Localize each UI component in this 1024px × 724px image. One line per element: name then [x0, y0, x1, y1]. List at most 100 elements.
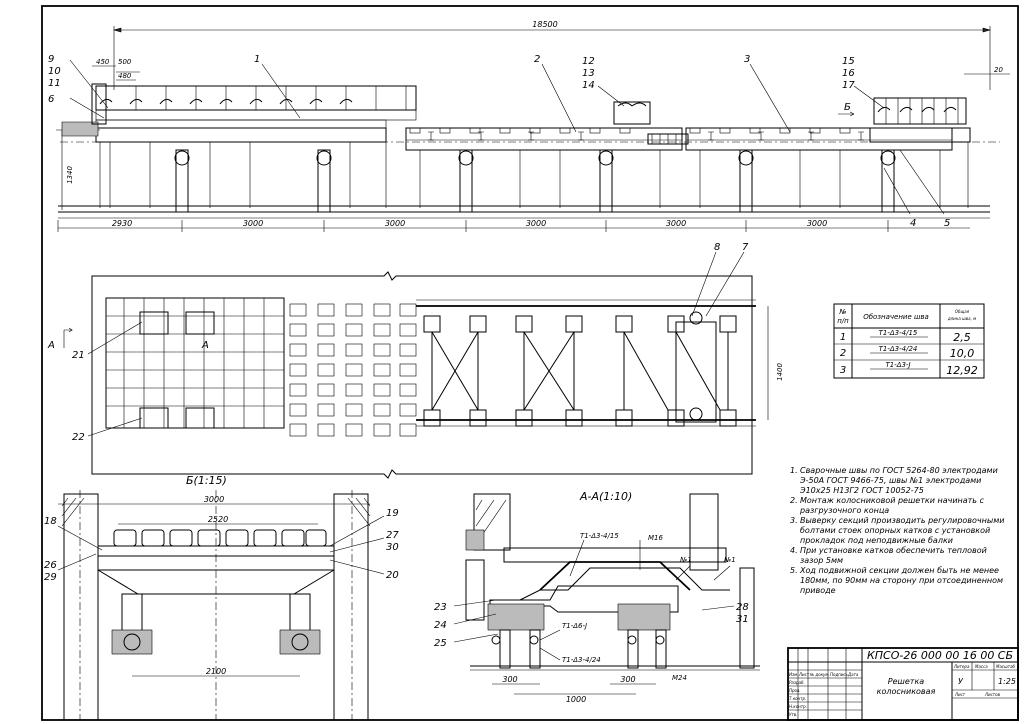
pos-19: 19	[386, 508, 399, 519]
tb-role-tcontrol: Т.контр.	[789, 696, 806, 701]
tb-signature: Подпись	[830, 672, 849, 677]
note-number: 1.	[790, 466, 798, 475]
dim-1340: 1340	[66, 166, 74, 184]
weld-no1-b: №1	[723, 556, 736, 564]
weld-row-1-designation: Т1-Δ3-4/15	[879, 329, 918, 337]
pos-8: 8	[714, 242, 720, 253]
weld-callout-3: Т1-Δ3-4/24	[562, 656, 601, 664]
weld-header-num-2: п/п	[837, 317, 849, 325]
section-aa-title: А-А(1:10)	[579, 490, 632, 503]
tb-drawing-code: КПСО-26 000 00 16 00 СБ	[867, 649, 1013, 662]
tb-rev: Изм.	[789, 672, 798, 677]
dim-3000-d: 3000	[666, 219, 686, 228]
section-dim-300-b: 300	[620, 675, 635, 684]
tb-litera-value: У	[958, 677, 964, 686]
weld-row-1-length: 2,5	[953, 331, 971, 344]
pos-4: 4	[910, 218, 916, 229]
tb-sheet: Лист	[954, 692, 966, 697]
dim-450: 450	[96, 58, 110, 66]
section-dim-300-a: 300	[502, 675, 517, 684]
technical-notes: 1.Сварочные швы по ГОСТ 5264-80 электрод…	[790, 466, 1010, 596]
pos-6: 6	[48, 94, 54, 105]
note-item: 2.Монтаж колосниковой решетки начинать с…	[790, 496, 1010, 516]
pos-16: 16	[842, 68, 855, 79]
dim-3000-c: 3000	[526, 219, 546, 228]
thread-m24: М24	[672, 674, 687, 682]
pos-17: 17	[842, 80, 855, 91]
tb-scale-value: 1:25	[998, 677, 1016, 686]
elevation-view: 18500 450 500 480 20 1340	[48, 20, 1010, 232]
tb-role-approved: Утв.	[789, 712, 797, 717]
pos-21: 21	[72, 350, 85, 361]
pos-3: 3	[744, 54, 750, 65]
tb-role-developer: Разраб.	[789, 680, 805, 685]
pos-30: 30	[386, 542, 399, 553]
pos-13: 13	[582, 68, 595, 79]
pos-18: 18	[44, 516, 57, 527]
pos-24: 24	[434, 620, 447, 631]
tb-col-litera: Литера	[953, 664, 970, 669]
tb-name-line2: колосниковая	[877, 687, 936, 696]
tb-col-mass: Масса	[975, 664, 988, 669]
section-dim-1000: 1000	[566, 695, 586, 704]
note-text: Сварочные швы по ГОСТ 5264-80 электродам…	[800, 466, 998, 495]
dim-2930: 2930	[112, 219, 132, 228]
weld-row-2-designation: Т1-Δ3-4/24	[879, 345, 918, 353]
weld-row-2-num: 2	[840, 348, 846, 359]
thread-m16: М16	[648, 534, 663, 542]
view-b-marker: Б	[844, 102, 851, 113]
weld-callout-2: Т1-Δ6-J	[562, 622, 587, 630]
pos-28: 28	[736, 602, 749, 613]
weld-row-3-length: 12,92	[946, 364, 978, 377]
view-b: Б(1:15) 3000 2520 2100	[44, 474, 399, 721]
pos-14: 14	[582, 80, 595, 91]
note-text: Ход подвижной секции должен быть не мене…	[800, 566, 1004, 595]
pos-31: 31	[736, 614, 749, 625]
pos-23: 23	[434, 602, 447, 613]
dim-480: 480	[118, 72, 132, 80]
grate-blocks	[289, 303, 417, 437]
note-number: 3.	[790, 516, 798, 525]
pos-22: 22	[72, 432, 85, 443]
section-marker-left: А	[47, 340, 55, 351]
view-b-dim-2520: 2520	[208, 515, 228, 524]
drawing-frame	[41, 5, 1019, 721]
dim-20: 20	[994, 66, 1003, 74]
note-item: 1.Сварочные швы по ГОСТ 5264-80 электрод…	[790, 466, 1010, 496]
weld-row-2-length: 10,0	[950, 347, 975, 360]
weld-row-1-num: 1	[840, 332, 846, 343]
weld-table: № п/п Обозначение шва Общая длина шва, м…	[833, 303, 985, 379]
tb-date: Дата	[847, 672, 859, 677]
dim-3000-e: 3000	[807, 219, 827, 228]
note-number: 2.	[790, 496, 798, 505]
pos-15: 15	[842, 56, 855, 67]
weld-no1-a: №1	[679, 556, 692, 564]
pos-26: 26	[44, 560, 57, 571]
pos-20: 20	[386, 570, 399, 581]
note-text: При установке катков обеспечить тепловой…	[800, 546, 987, 565]
weld-callout-1: Т1-Δ3-4/15	[580, 532, 619, 540]
section-aa: А-А(1:10)	[434, 490, 760, 704]
pos-2: 2	[534, 54, 540, 65]
tb-name-line1: Решетка	[888, 677, 924, 686]
note-number: 4.	[790, 546, 798, 555]
note-item: 4.При установке катков обеспечить теплов…	[790, 546, 1010, 566]
pos-25: 25	[434, 638, 447, 649]
roller-supports	[174, 149, 896, 213]
weld-row-3-designation: Т1-Δ3-J	[885, 361, 910, 369]
pos-11: 11	[48, 78, 61, 89]
pos-12: 12	[582, 56, 595, 67]
tb-sheets: Листов	[984, 692, 1001, 697]
dim-3000-a: 3000	[243, 219, 263, 228]
note-text: Монтаж колосниковой решетки начинать с р…	[800, 496, 984, 515]
dim-1400: 1400	[776, 363, 784, 381]
dim-3000-b: 3000	[385, 219, 405, 228]
pos-1: 1	[254, 54, 260, 65]
weld-header-length-2: длина шва, м	[947, 316, 976, 321]
pos-7: 7	[742, 242, 749, 253]
pos-27: 27	[386, 530, 399, 541]
weld-header-designation: Обозначение шва	[863, 313, 929, 321]
view-b-dim-3000: 3000	[204, 495, 224, 504]
plan-view: 1400 А А 21 22 8 7	[47, 242, 784, 479]
